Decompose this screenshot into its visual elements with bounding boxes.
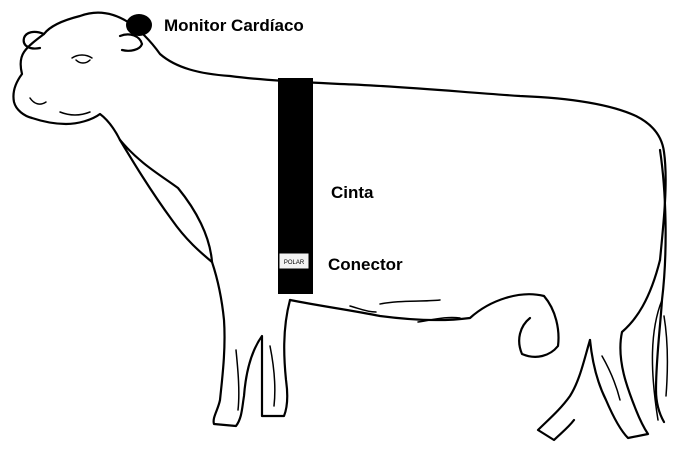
strap-label: Cinta	[331, 183, 374, 202]
connector-box: POLAR	[279, 253, 309, 269]
monitor-label: Monitor Cardíaco	[164, 16, 304, 35]
monitor-dot-icon	[126, 14, 152, 36]
cow-outline-icon	[13, 13, 667, 440]
connector-brand-text: POLAR	[284, 260, 305, 266]
connector-label: Conector	[328, 255, 403, 274]
